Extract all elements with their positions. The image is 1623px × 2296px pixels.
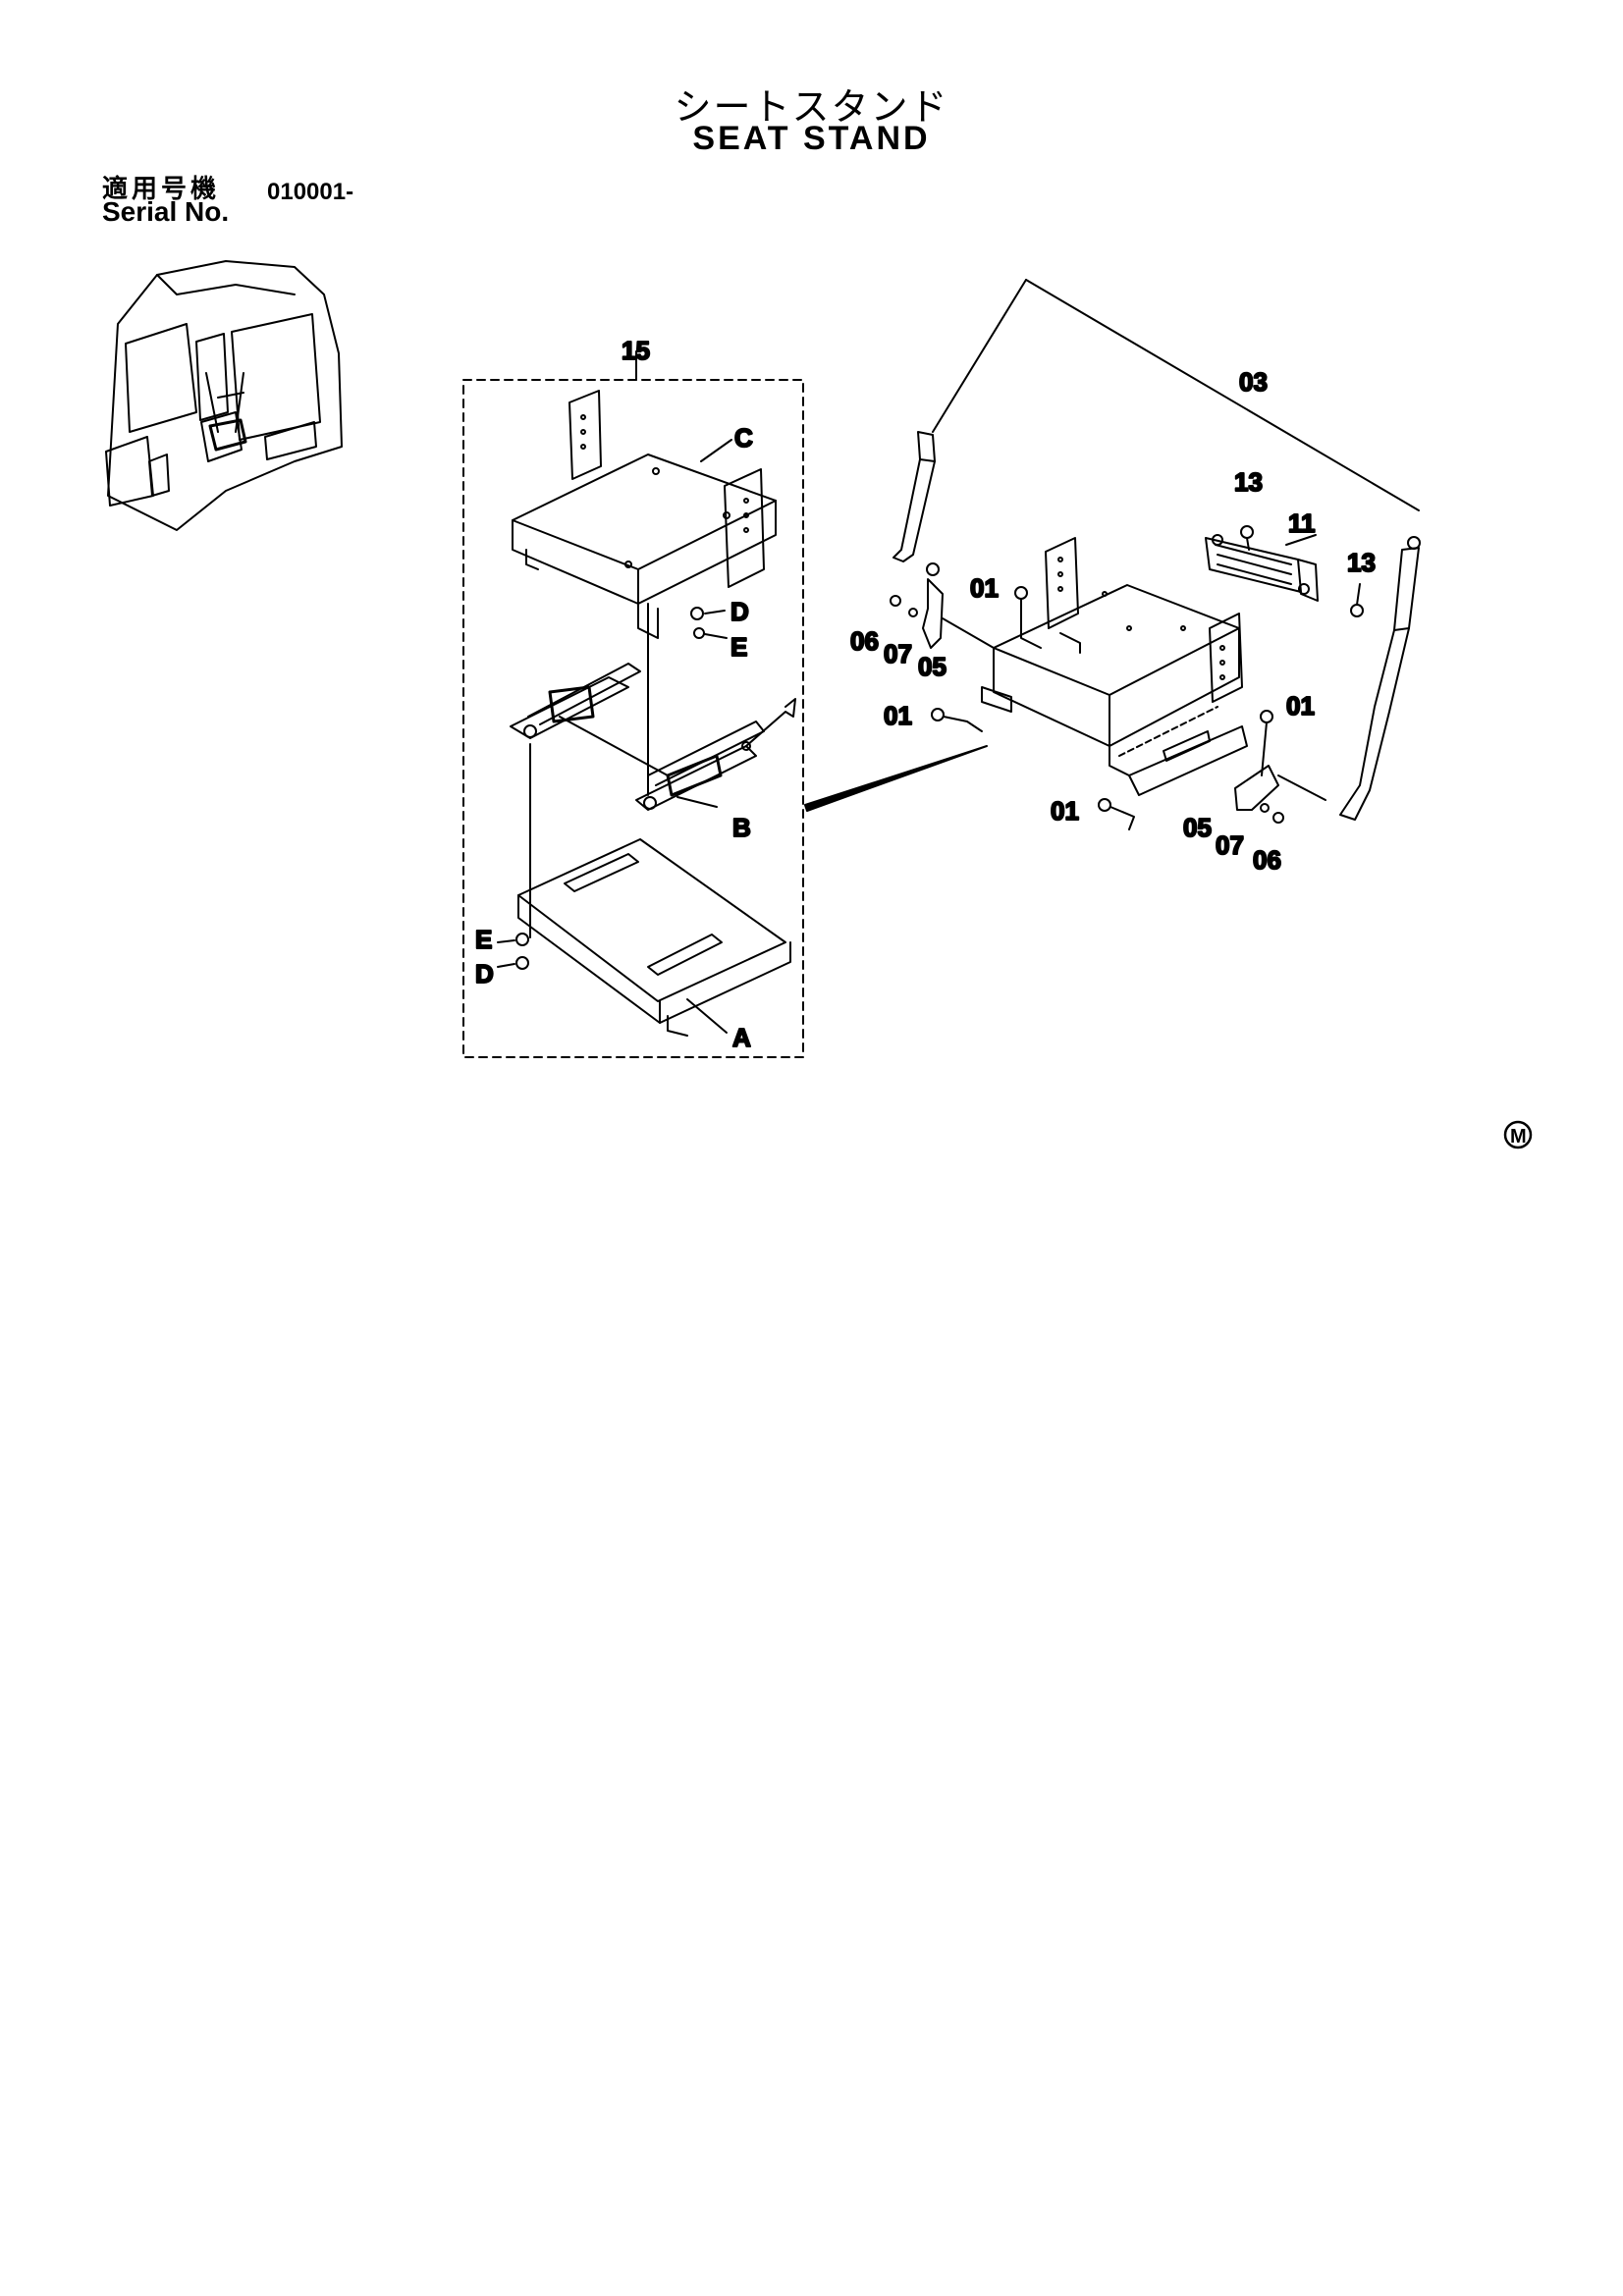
bolt-01-d [1260, 710, 1273, 723]
washer-07-a [908, 608, 918, 617]
part-b-slide-rails [510, 663, 796, 811]
leader-c [700, 439, 732, 462]
pointer-wedge [804, 745, 988, 812]
leader-b [676, 796, 718, 808]
title-english: SEAT STAND [692, 120, 931, 157]
callout-e: E [730, 632, 747, 662]
bolt-13-b [1350, 604, 1364, 617]
main-seat-stand-assembly [981, 537, 1248, 796]
title-japanese: シートスタンド [674, 85, 949, 129]
callout-06-a: 06 [850, 626, 879, 656]
callout-11: 11 [1288, 508, 1316, 538]
part-11-lever-plate [1205, 534, 1319, 602]
callout-a: A [732, 1023, 751, 1052]
leader-a [686, 998, 728, 1034]
part-03-gas-spring-right [1339, 536, 1421, 821]
bolt-01-c [1098, 798, 1111, 812]
leader-03 [1025, 279, 1420, 511]
bolt-13-a [1240, 525, 1254, 539]
serial-label-english: Serial No. [102, 196, 230, 227]
m-mark-letter: M [1510, 1126, 1527, 1148]
callout-d-lower: D [475, 959, 494, 988]
callout-03: 03 [1239, 367, 1268, 397]
callout-07-b: 07 [1216, 830, 1244, 860]
nut-d-lower [515, 956, 529, 970]
part-03-gas-spring-left [893, 431, 940, 576]
callout-15: 15 [622, 336, 650, 365]
washer-07-b [1260, 803, 1270, 813]
m-mark: M [1503, 1120, 1533, 1149]
callout-07-a: 07 [884, 639, 912, 668]
bolt-06-a [890, 595, 901, 607]
cab-thumbnail [105, 260, 343, 531]
callout-01-d: 01 [1286, 691, 1315, 721]
part-a-base-plate [517, 838, 791, 1037]
bolt-06-b [1272, 812, 1284, 824]
callout-c: C [734, 423, 753, 453]
serial-label-japanese: 適用号機 [102, 175, 221, 204]
callout-13-b: 13 [1347, 548, 1376, 577]
callout-d: D [730, 597, 749, 626]
callout-01-a: 01 [970, 573, 999, 603]
serial-value: 010001- [267, 179, 354, 205]
callout-13-a: 13 [1234, 467, 1263, 497]
callout-01-b: 01 [884, 701, 912, 730]
bracket-05-right [1234, 765, 1279, 811]
bolt-01-a [1014, 586, 1028, 600]
callout-e-lower: E [475, 925, 492, 954]
washer-e-lower [515, 933, 529, 946]
callout-06-b: 06 [1253, 845, 1281, 875]
bracket-05-left [922, 578, 944, 649]
washer-e [693, 627, 705, 639]
callout-b: B [732, 813, 751, 842]
leader-11 [1285, 534, 1317, 546]
callout-05-b: 05 [1183, 813, 1212, 842]
callout-05-a: 05 [918, 652, 947, 681]
subassembly-box [462, 379, 804, 1058]
callout-01-c: 01 [1051, 796, 1079, 826]
bolt-01-b [931, 708, 945, 721]
nut-d [690, 607, 704, 620]
